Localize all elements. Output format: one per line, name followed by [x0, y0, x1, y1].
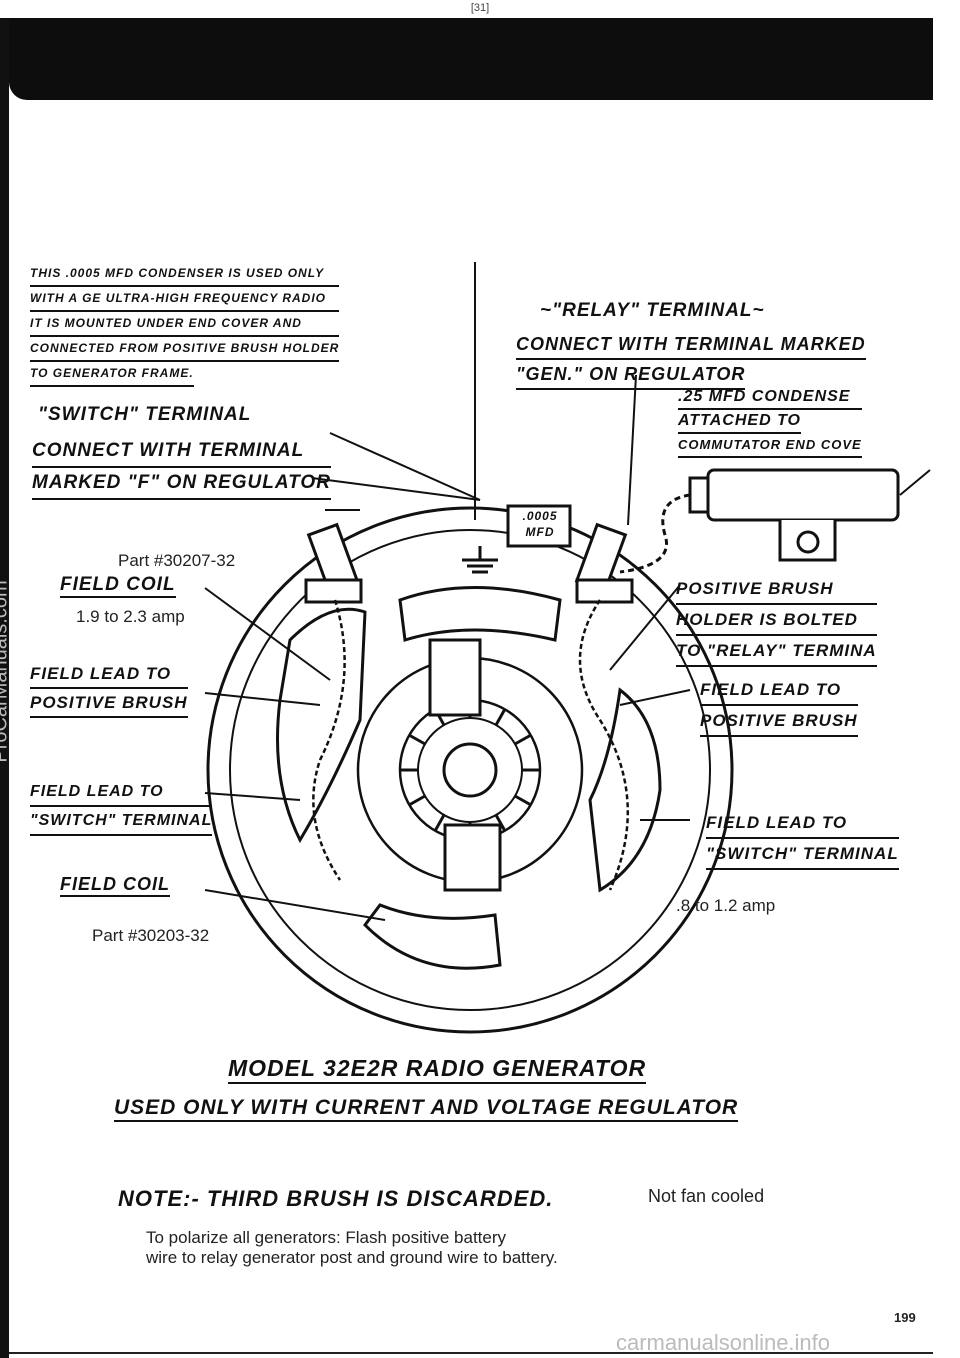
left-edge-bar [0, 18, 9, 1358]
relay-note-line: CONNECT WITH TERMINAL MARKED [516, 330, 866, 360]
brush-holder-note: POSITIVE BRUSH HOLDER IS BOLTED TO "RELA… [676, 574, 877, 667]
mfd-box-label: .0005 MFD [512, 508, 568, 540]
condenser-note-line: CONNECTED FROM POSITIVE BRUSH HOLDER [30, 337, 340, 362]
third-brush-note: NOTE:- THIRD BRUSH IS DISCARDED. [118, 1186, 554, 1211]
page-reference: [31] [470, 2, 490, 14]
lead-pos-right-line: POSITIVE BRUSH [700, 706, 858, 737]
generator-housing [206, 506, 734, 1034]
cond25-line: ATTACHED TO [678, 410, 801, 434]
polarize-line: To polarize all generators: Flash positi… [146, 1228, 507, 1247]
fan-cooled-note: Not fan cooled [648, 1186, 765, 1206]
condenser-25-note: .25 MFD CONDENSE ATTACHED TO COMMUTATOR … [678, 386, 862, 458]
amp-rating-bottom: .8 to 1.2 amp [676, 896, 776, 915]
relay-note-line: "GEN." ON REGULATOR [516, 360, 746, 390]
model-title: MODEL 32E2R RADIO GENERATOR [228, 1055, 647, 1084]
lead-switch-right-line: "SWITCH" TERMINAL [706, 839, 899, 870]
condenser-lead-wire [619, 493, 691, 574]
field-coil-top [398, 586, 562, 642]
bottom-rule [9, 1352, 933, 1354]
lead-switch-left-line: "SWITCH" TERMINAL [30, 807, 213, 836]
model-subtitle: USED ONLY WITH CURRENT AND VOLTAGE REGUL… [114, 1096, 739, 1122]
field-lead-wire-left [312, 599, 346, 881]
condenser-note: THIS .0005 MFD CONDENSER IS USED ONLY WI… [30, 262, 340, 387]
condenser-mount-hole [796, 530, 820, 554]
lead-pos-right-line: FIELD LEAD TO [700, 675, 858, 706]
armature-shaft [442, 742, 498, 798]
relay-terminal-base [575, 578, 634, 604]
header-black-band [9, 18, 933, 100]
brush-holder-line: TO "RELAY" TERMINA [676, 636, 877, 667]
relay-terminal-title: ~"RELAY" TERMINAL~ [540, 300, 765, 321]
ground-symbol-icon [462, 546, 498, 574]
switch-note-line: MARKED "F" ON REGULATOR [32, 468, 331, 500]
field-coil-bottom-label: FIELD COIL [60, 874, 170, 897]
commutator-inner [417, 717, 523, 823]
mfd-box-line: .0005 [522, 509, 558, 523]
page-number: 199 [894, 1310, 916, 1325]
lead-switch-right-line: FIELD LEAD TO [706, 808, 899, 839]
condenser-note-line: WITH A GE ULTRA-HIGH FREQUENCY RADIO [30, 287, 340, 312]
part-number-bottom: Part #30203-32 [92, 926, 210, 945]
condenser-note-line: IT IS MOUNTED UNDER END COVER AND [30, 312, 340, 337]
condenser-25mfd-body [706, 468, 900, 522]
field-coil-right [588, 687, 662, 893]
mfd-0005-box [506, 504, 572, 548]
side-watermark: ProCarManuals.com [0, 580, 12, 763]
cond25-line: .25 MFD CONDENSE [678, 386, 862, 410]
field-lead-switch-left: FIELD LEAD TO "SWITCH" TERMINAL [30, 778, 213, 836]
lead-pos-left-line: FIELD LEAD TO [30, 660, 188, 689]
field-coil-left [276, 607, 367, 844]
field-lead-positive-left: FIELD LEAD TO POSITIVE BRUSH [30, 660, 188, 718]
switch-terminal-title: "SWITCH" TERMINAL [38, 404, 252, 425]
field-lead-switch-right: FIELD LEAD TO "SWITCH" TERMINAL [706, 808, 899, 870]
mfd-box-line: MFD [525, 525, 555, 539]
polarize-line: wire to relay generator post and ground … [146, 1248, 558, 1267]
field-coil-bottom [363, 903, 502, 970]
switch-note-line: CONNECT WITH TERMINAL [32, 436, 331, 468]
brush-holder-bottom [443, 823, 502, 892]
field-lead-positive-right: FIELD LEAD TO POSITIVE BRUSH [700, 675, 858, 737]
relay-terminal-note: CONNECT WITH TERMINAL MARKED "GEN." ON R… [516, 330, 866, 390]
switch-terminal-note: CONNECT WITH TERMINAL MARKED "F" ON REGU… [32, 436, 331, 500]
amp-rating-top: 1.9 to 2.3 amp [76, 607, 185, 626]
field-coil-top-label: FIELD COIL [60, 574, 176, 598]
housing-inner-ring [229, 529, 711, 1011]
brush-holder-top [428, 638, 482, 717]
commutator-ring [398, 698, 542, 842]
brush-holder-line: HOLDER IS BOLTED [676, 605, 877, 636]
field-lead-wire-right [578, 599, 630, 891]
brush-holder-line: POSITIVE BRUSH [676, 574, 877, 605]
polarize-instructions: To polarize all generators: Flash positi… [146, 1228, 558, 1268]
lead-pos-left-line: POSITIVE BRUSH [30, 689, 188, 718]
condenser-end-cap [688, 476, 710, 514]
condenser-note-line: THIS .0005 MFD CONDENSER IS USED ONLY [30, 262, 340, 287]
condenser-note-line: TO GENERATOR FRAME. [30, 362, 194, 387]
part-number-top: Part #30207-32 [118, 551, 236, 570]
lead-switch-left-line: FIELD LEAD TO [30, 778, 213, 807]
bottom-watermark: carmanualsonline.info [616, 1330, 831, 1355]
cond25-line: COMMUTATOR END COVE [678, 434, 862, 458]
switch-terminal-base [304, 578, 363, 604]
